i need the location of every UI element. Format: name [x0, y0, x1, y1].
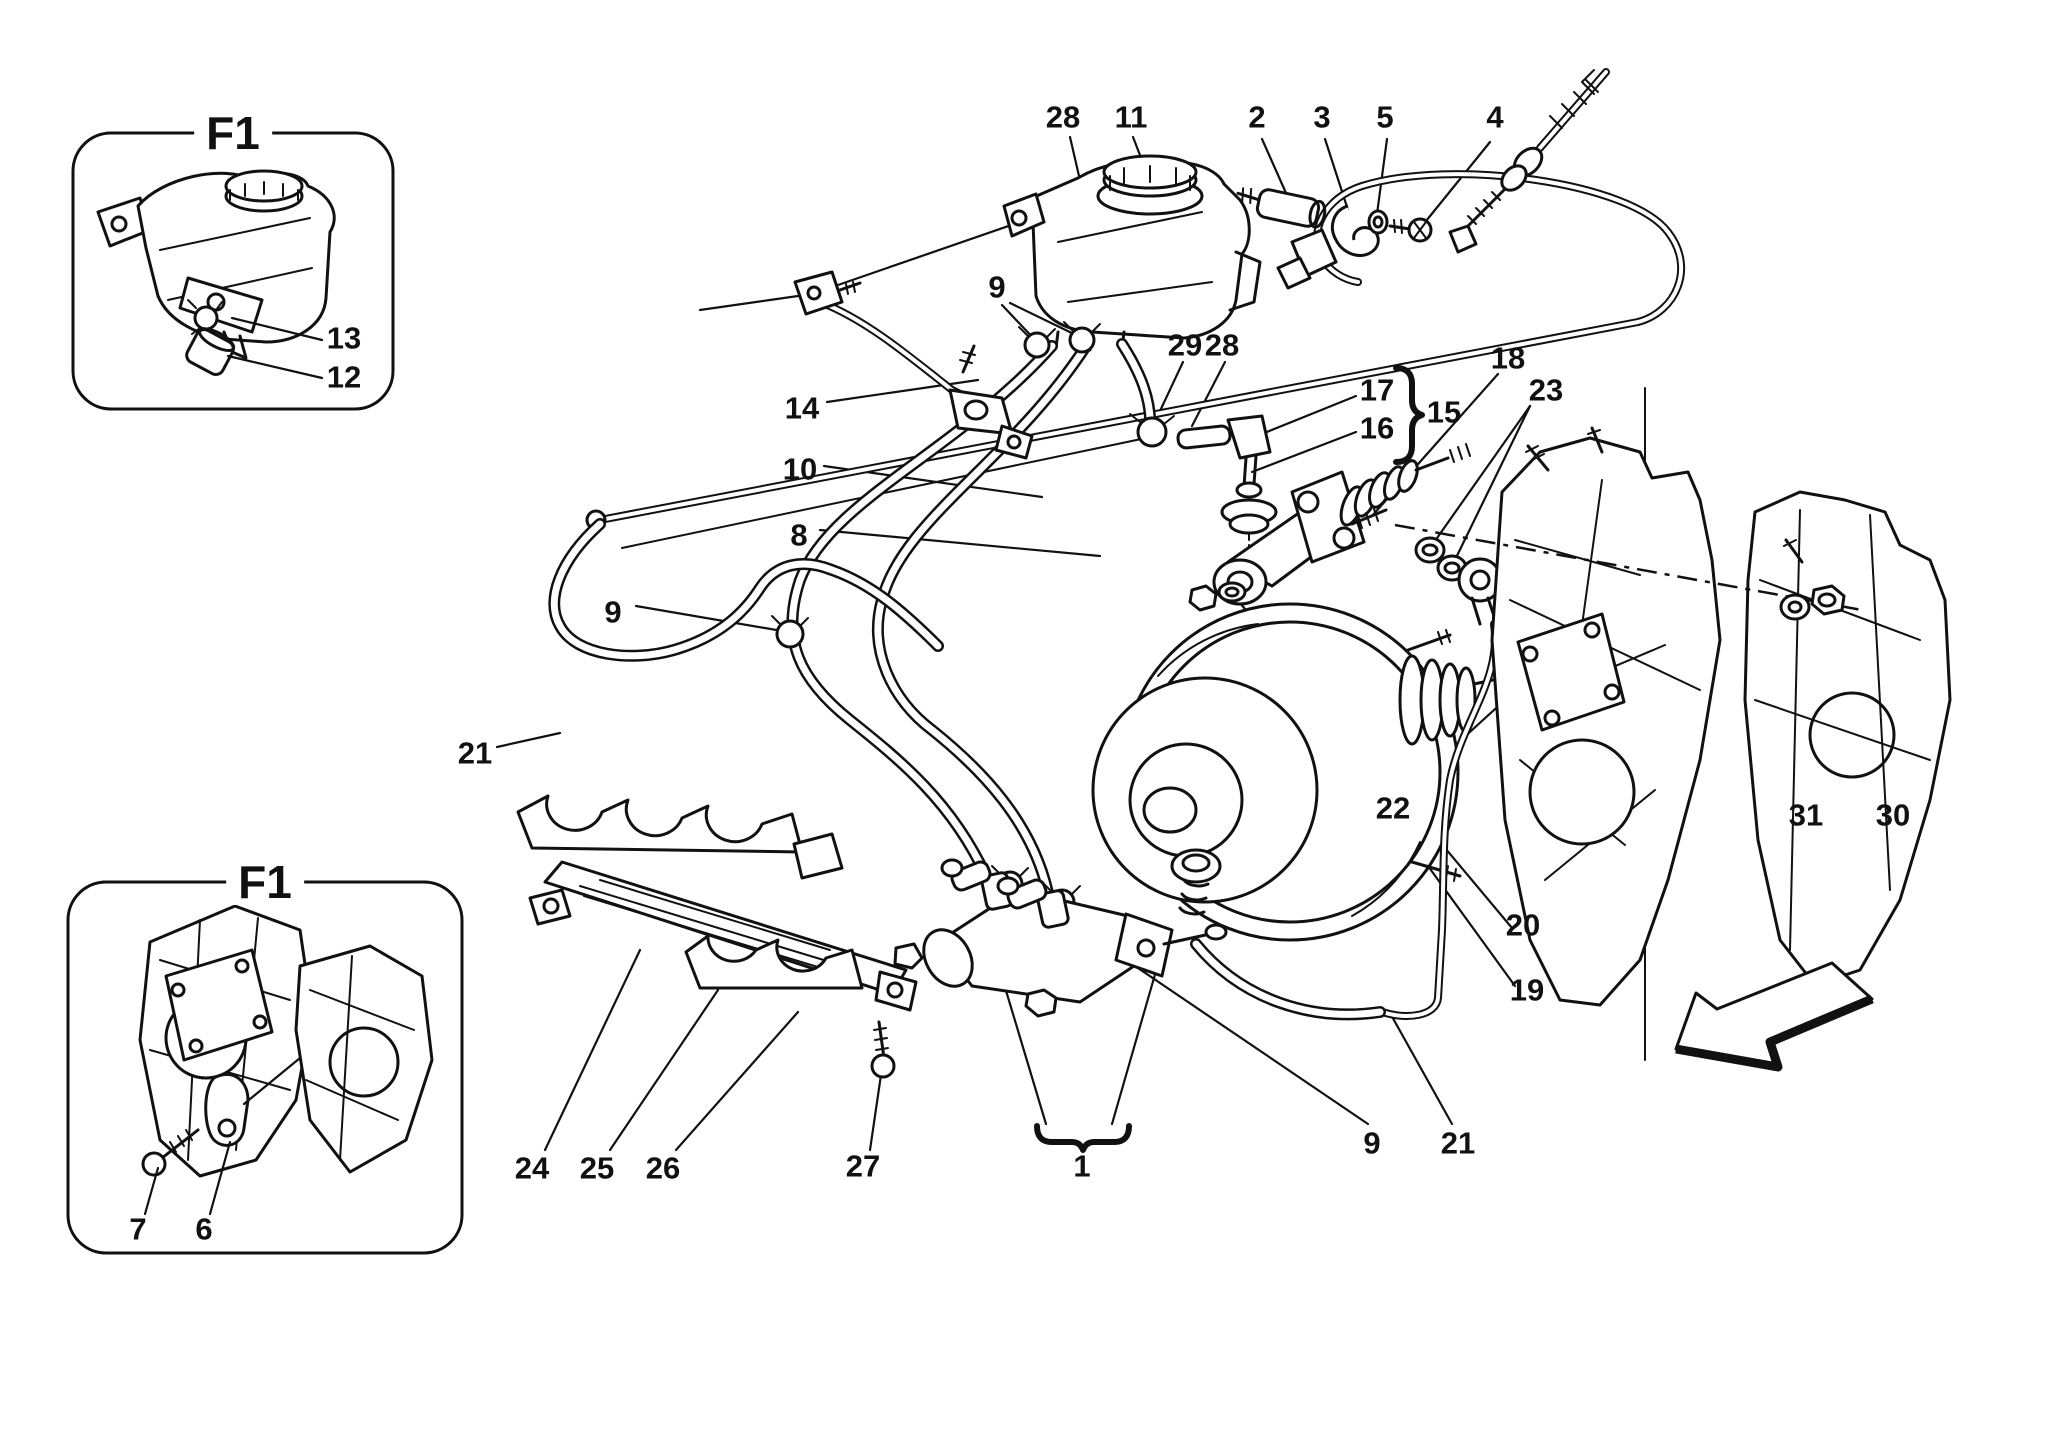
hose-clamp	[1129, 413, 1175, 448]
callout-9-bottom: 9	[1363, 1125, 1381, 1161]
callout-18: 18	[1490, 340, 1526, 376]
braces	[1034, 365, 1425, 1153]
brake-master-cylinder	[893, 858, 1228, 1018]
callout-8: 8	[790, 517, 808, 553]
support-bracket	[793, 270, 1034, 460]
callout-25: 25	[579, 1150, 615, 1186]
callout-10: 10	[782, 451, 818, 487]
cable-adjuster	[1448, 224, 1478, 254]
callout-17: 17	[1359, 372, 1395, 408]
callout-28-mid: 28	[1204, 327, 1240, 363]
clamp-bolt	[870, 1020, 896, 1079]
clutch-master-cylinder-group	[1176, 414, 1560, 626]
elbow-fitting	[1176, 414, 1272, 499]
inset-bolt	[141, 1128, 200, 1177]
callout-16: 16	[1359, 410, 1395, 446]
callout-9-left: 9	[604, 594, 622, 630]
nut	[1024, 988, 1058, 1018]
callout-14: 14	[784, 390, 820, 426]
callout-3: 3	[1313, 99, 1331, 135]
callout-27: 27	[845, 1148, 881, 1184]
callout-24: 24	[514, 1150, 550, 1186]
callout-21-left: 21	[457, 735, 493, 771]
callout-9-top: 9	[988, 269, 1006, 305]
callout-28-top: 28	[1045, 99, 1081, 135]
callout-15: 15	[1426, 394, 1462, 430]
clutch-pipe-lower	[1190, 620, 1500, 1021]
hook-clamp-part3	[1331, 204, 1380, 257]
bolt-part4	[1388, 217, 1433, 243]
feed-port	[996, 876, 1070, 929]
callout-7: 7	[129, 1211, 147, 1247]
cable-and-fasteners	[1236, 68, 1610, 257]
callout-19: 19	[1509, 972, 1545, 1008]
callout-1: 1	[1073, 1148, 1091, 1184]
callout-26: 26	[645, 1150, 681, 1186]
direction-arrow	[1674, 961, 1874, 1072]
brace-15	[1393, 365, 1425, 465]
inset-bottom-plates-drawing	[138, 904, 434, 1216]
nut	[1810, 584, 1846, 616]
hose-clamp	[1063, 321, 1101, 354]
booster-studs	[1406, 629, 1462, 882]
washer	[1779, 593, 1811, 621]
pipe-clamp-assembly	[516, 794, 918, 1079]
brace-1	[1034, 1123, 1132, 1153]
callout-23: 23	[1528, 372, 1564, 408]
callout-2: 2	[1248, 99, 1266, 135]
callout-13: 13	[326, 320, 362, 356]
callout-4: 4	[1486, 99, 1504, 135]
hose-clamp	[1018, 326, 1056, 359]
washer	[1414, 536, 1446, 564]
inset-hose-clamp	[187, 299, 223, 335]
callout-21-bottom: 21	[1440, 1125, 1476, 1161]
inset-bottom-title: F1	[226, 859, 304, 905]
loop-pipe	[548, 518, 944, 662]
hose-clamp	[771, 615, 809, 649]
spacer-part2	[1236, 187, 1327, 229]
clutch-cylinder-body	[1212, 443, 1471, 606]
pedal-support-plates	[1394, 387, 1952, 1061]
brake-fluid-reservoir	[1002, 154, 1262, 352]
inset-top-title: F1	[194, 110, 272, 156]
vacuum-port	[1170, 848, 1222, 916]
nut	[1188, 584, 1218, 612]
callout-30: 30	[1875, 797, 1911, 833]
mounting-stud	[1350, 508, 1388, 529]
callout-29: 29	[1167, 327, 1203, 363]
callout-5: 5	[1376, 99, 1394, 135]
hydraulic-pipes	[585, 170, 1686, 549]
callout-12: 12	[326, 359, 362, 395]
callout-20: 20	[1505, 907, 1541, 943]
callout-22: 22	[1375, 790, 1411, 826]
callout-6: 6	[195, 1211, 213, 1247]
brake-booster	[1091, 602, 1532, 942]
callout-31: 31	[1788, 797, 1824, 833]
inset-hose-stub	[185, 327, 236, 376]
callout-11: 11	[1114, 99, 1148, 135]
inset-top-reservoir-drawing	[96, 169, 336, 380]
